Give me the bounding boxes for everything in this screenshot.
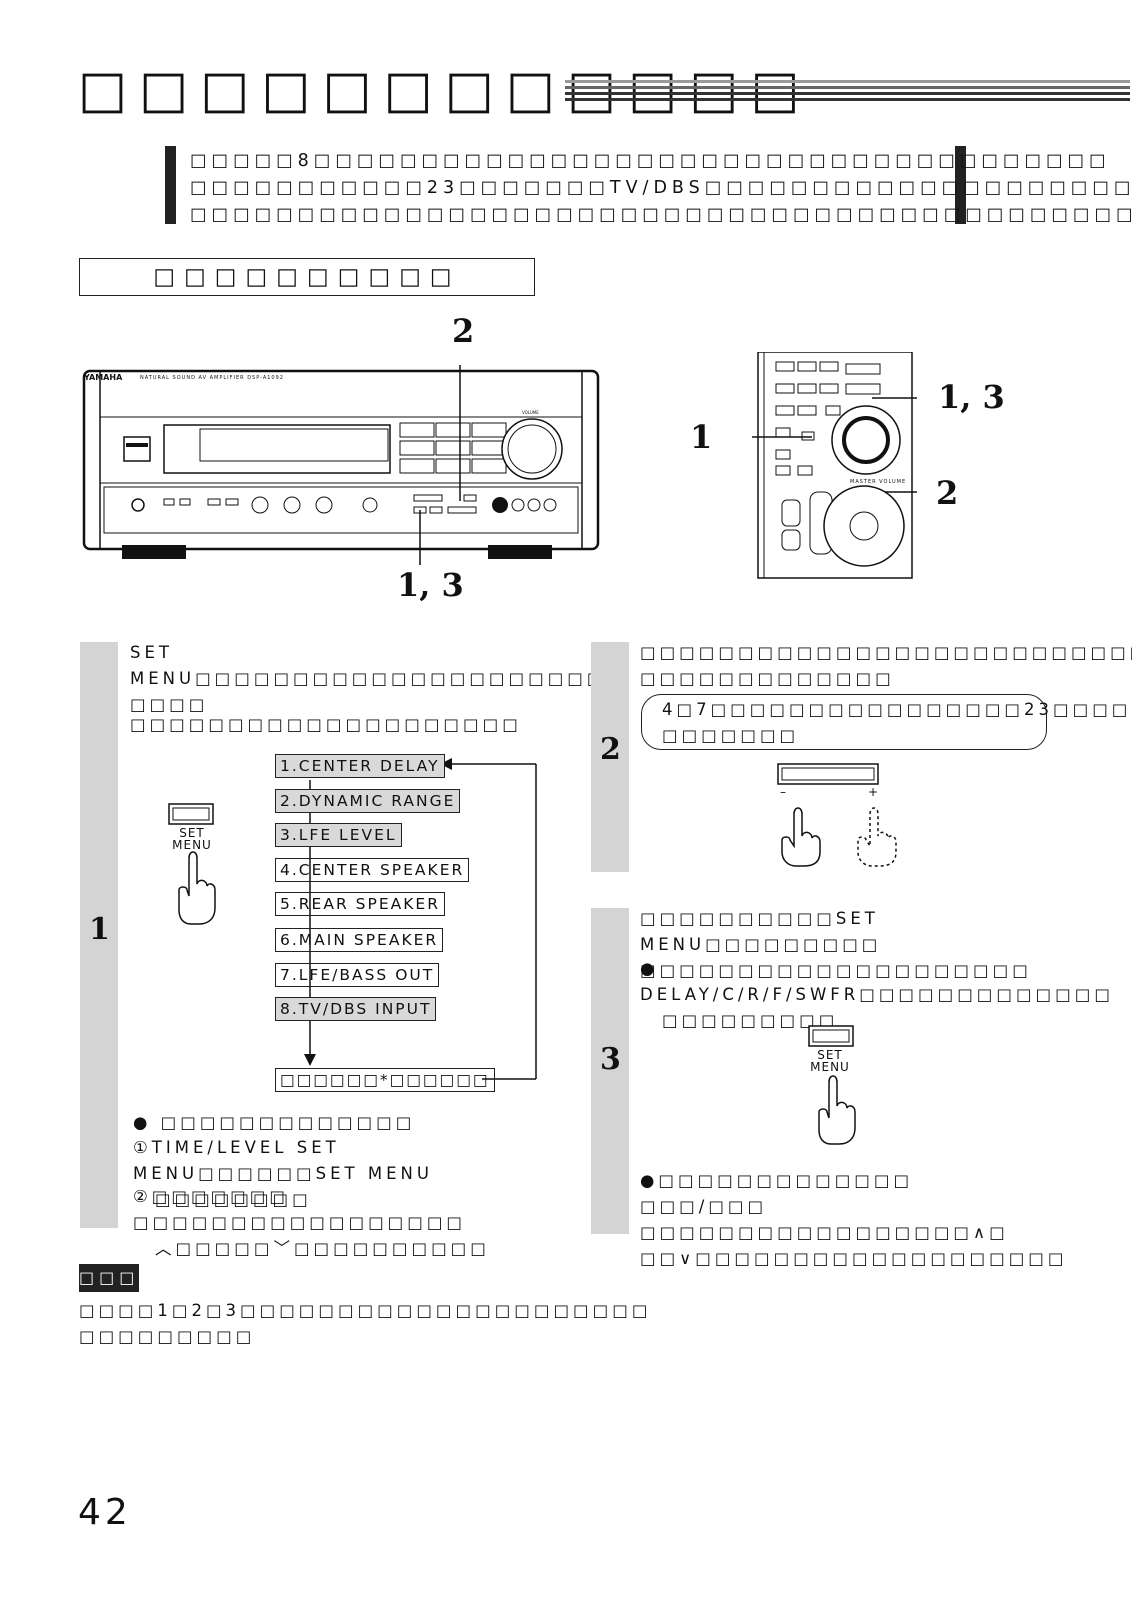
step3-bullet-line: □□□□□□□□□: [662, 1011, 839, 1030]
note2-mark: ②: [133, 1187, 152, 1206]
amp-volume-label: VOLUME: [522, 410, 539, 415]
step2-line: □□□□□□□□□□□□□□□□□□□□□□□□□□□: [640, 643, 1132, 662]
remote-callout-1: 1: [690, 418, 713, 456]
note2-line: ︿□□□□□﹀□□□□□□□□□□: [155, 1239, 490, 1258]
step1-line: SET MENU□□□□□□□□□□□□□□□□□□□□□: [130, 643, 607, 688]
step1-text: SET MENU□□□□□□□□□□□□□□□□□□□□□ □□□□: [130, 640, 607, 718]
step1-note1: ①TIME/LEVEL SET MENU□□□□□□SET MENU □□□□□…: [133, 1135, 543, 1213]
step3-strip: [591, 908, 629, 1234]
amp-model: NATURAL SOUND AV AMPLIFIER DSP-A1092: [140, 375, 284, 381]
remote-label: MASTER VOLUME: [850, 479, 907, 485]
step3-set-menu-label-line: SET: [817, 1048, 843, 1062]
set-menu-label: SET MENU: [166, 827, 218, 851]
note1-line: TIME/LEVEL SET MENU□□□□□□SET MENU: [133, 1138, 433, 1183]
step2-note-line: 4□7□□□□□□□□□□□□□□□□23□□□□□: [662, 700, 1132, 719]
step3-set-menu-label: SET MENU: [804, 1049, 856, 1073]
intro-line: □□□□□□□□□□□23□□□□□□□TV/DBS□□□□□□□□□□□□□□…: [190, 178, 1132, 198]
plus-label: +: [868, 785, 879, 799]
step3-line: □□□□□□□□□□SET MENU□□□□□□□□□: [640, 909, 882, 954]
step2-note-box: [641, 694, 1047, 750]
amp-brand: YAMAHA: [84, 373, 123, 382]
step3-bullet-line: DELAY/C/R/F/SWFR□□□□□□□□□□□□□: [640, 985, 1114, 1004]
step3-tip-line: ●□□□□□□□□□□□□□: [640, 1171, 914, 1190]
note1-line: □□□□□□□□: [155, 1190, 312, 1209]
note-text: □□□□1□2□3□□□□□□□□□□□□□□□□□□□□□ □□□□□□□□□: [79, 1298, 652, 1350]
step1-strip: [80, 642, 118, 1228]
step3-set-menu-label-line: MENU: [810, 1060, 850, 1074]
step1-number: 1: [89, 912, 110, 947]
note-heading: □□□: [79, 1264, 139, 1292]
step2-text: □□□□□□□□□□□□□□□□□□□□□□□□□□□ □□□□□□□□□□□□…: [640, 640, 1132, 692]
step2-line: □□□□□□□□□□□□□: [640, 669, 895, 688]
step1-subtext: □□□□□□□□□□□□□□□□□□□□: [130, 715, 522, 734]
amp-callout-bottom: 1, 3: [397, 566, 464, 604]
menu-end-item: □□□□□□*□□□□□□: [275, 1068, 495, 1092]
intro-right-bar: [955, 146, 966, 224]
step3-set-menu-hand-icon: [808, 1025, 856, 1145]
menu-item-main-speaker[interactable]: 6.MAIN SPEAKER: [275, 928, 444, 952]
menu-item-lfe-level[interactable]: 3.LFE LEVEL: [275, 823, 402, 847]
menu-item-tv-dbs-input[interactable]: 8.TV/DBS INPUT: [275, 997, 437, 1021]
step3-number: 3: [600, 1042, 621, 1077]
note-line: □□□□□□□□□: [79, 1327, 256, 1346]
step3-bullet: ● DELAY/C/R/F/SWFR□□□□□□□□□□□□□ □□□□□□□□…: [640, 956, 1110, 1034]
remote-illustration: [752, 352, 917, 579]
amplifier-illustration: [82, 365, 600, 565]
step3-tip: ●□□□□□□□□□□□□□ □□□/□□□ □□□□□□□□□□□□□□□□□…: [640, 1168, 1068, 1272]
step1-bullet: ● □□□□□□□□□□□□□: [133, 1113, 416, 1132]
step1-line: □□□□: [130, 695, 209, 714]
intro-line: □□□□□8□□□□□□□□□□□□□□□□□□□□□□□□□□□□□□□□□□…: [190, 151, 1111, 171]
remote-callout-13: 1, 3: [938, 378, 1005, 416]
remote-callout-2: 2: [936, 474, 959, 512]
set-menu-press-hand-icon: [168, 803, 216, 925]
note-line: □□□□1□2□3□□□□□□□□□□□□□□□□□□□□□: [79, 1301, 652, 1320]
step1-note2: ②□□□□□□□ □□□□□□□□□□□□□□□□□ ︿□□□□□﹀□□□□□□…: [133, 1184, 543, 1262]
step2-note: 4□7□□□□□□□□□□□□□□□□23□□□□□ □□□□□□□: [662, 697, 1132, 749]
step2-number: 2: [600, 732, 621, 767]
title-rule: [565, 80, 1130, 106]
intro-left-bar: [165, 146, 176, 224]
step2-buttons-hand-icon: [777, 763, 897, 867]
set-menu-label-line: MENU: [172, 838, 212, 852]
intro-paragraph: □□□□□8□□□□□□□□□□□□□□□□□□□□□□□□□□□□□□□□□□…: [190, 148, 1132, 229]
intro-line: □□□□□□□□□□□□□□□□□□□□□□□□□□□□□□□□□□□□□□□□…: [190, 205, 1132, 225]
menu-item-lfe-bass-out[interactable]: 7.LFE/BASS OUT: [275, 963, 440, 987]
step1-bullet-text: □□□□□□□□□□□□□: [160, 1113, 416, 1132]
step3-line: □□□□□□□□□□□□□□□□□□□□: [640, 961, 1032, 980]
menu-item-center-delay[interactable]: 1.CENTER DELAY: [275, 754, 445, 778]
menu-item-center-speaker[interactable]: 4.CENTER SPEAKER: [275, 858, 470, 882]
page-number: 42: [78, 1492, 132, 1533]
step3-tip-line: □□□/□□□ □□□□□□□□□□□□□□□□□∧□: [640, 1197, 1009, 1242]
note1-mark: ①: [133, 1138, 152, 1157]
note2-line: □□□□□□□ □□□□□□□□□□□□□□□□□: [133, 1187, 467, 1232]
menu-item-rear-speaker[interactable]: 5.REAR SPEAKER: [275, 892, 445, 916]
menu-item-dynamic-range[interactable]: 2.DYNAMIC RANGE: [275, 789, 461, 813]
set-menu-label-line: SET: [179, 826, 205, 840]
page-title: □□□□□□□□□□□□: [78, 60, 812, 120]
amp-callout-top: 2: [452, 312, 475, 350]
step2-note-line: □□□□□□□: [662, 726, 800, 745]
section-title: □□□□□□□□□□: [79, 258, 535, 296]
step3-text: □□□□□□□□□□SET MENU□□□□□□□□□ □□□□□□□□□□□□…: [640, 906, 1060, 984]
step2-strip: [591, 642, 629, 872]
minus-label: –: [780, 785, 786, 799]
step3-tip-line: □□∨□□□□□□□□□□□□□□□□□□□: [640, 1249, 1068, 1268]
